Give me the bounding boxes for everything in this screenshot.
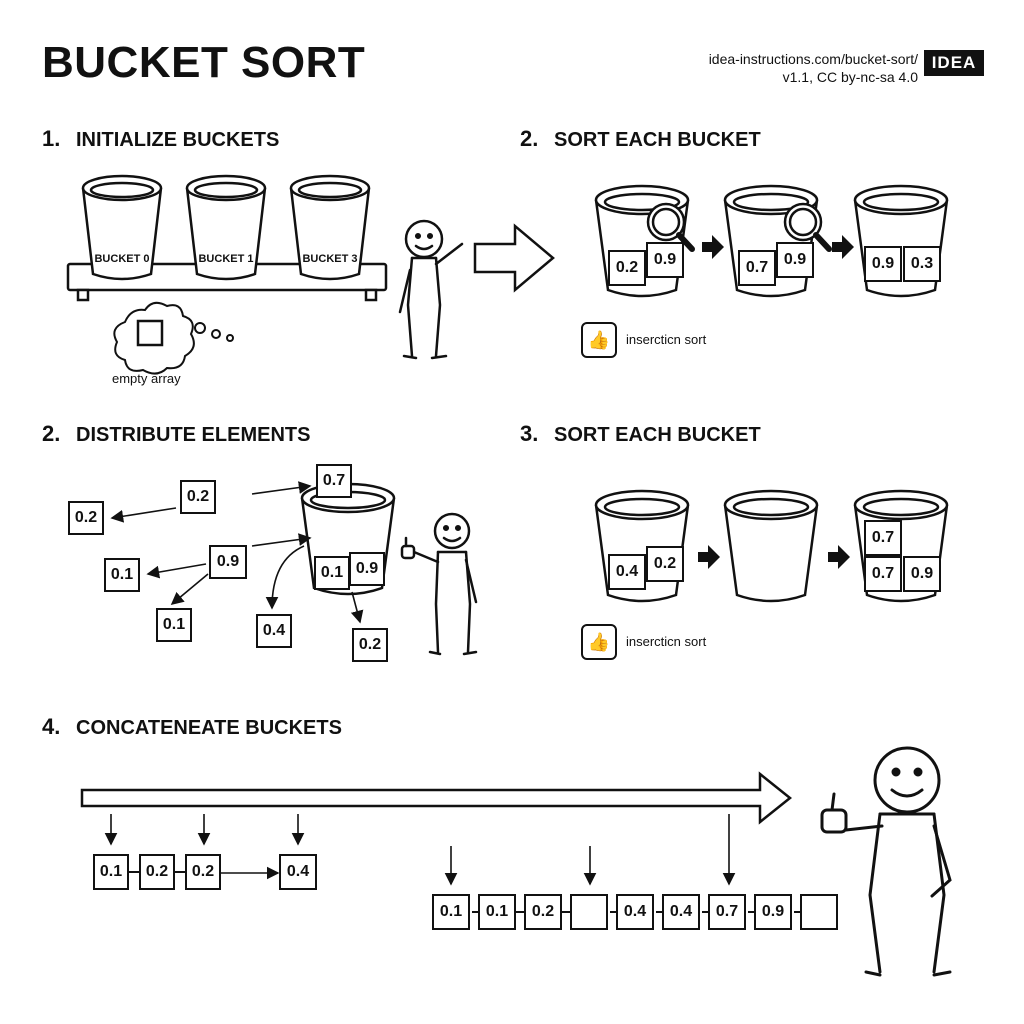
section-number: 2. [520,126,539,151]
value-box: 0.7 [316,464,352,498]
section-title: DISTRIBUTE ELEMENTS [76,424,311,446]
flow-arrow-icon [698,545,720,569]
bucket-label: BUCKET 1 [198,253,254,265]
value-box: 0.1 [93,854,129,890]
value-box: 0.7 [864,556,902,592]
value-box: 0.9 [646,242,684,278]
value-box: 0.3 [903,246,941,282]
distribute-arrows [110,481,364,624]
value-box: 0.9 [209,545,247,579]
section-title: INITIALIZE BUCKETS [76,129,280,151]
value-box: 0.1 [156,608,192,642]
thought-caption: empty array [112,371,181,386]
credit-license: v1.1, CC by-nc-sa 4.0 [782,69,918,85]
result-box [800,894,838,930]
drop-arrows [104,814,736,886]
thumbs-up-icon: 👍 [581,624,617,660]
result-box: 0.9 [754,894,792,930]
concatenate-long-arrow [80,771,793,825]
result-box: 0.4 [662,894,700,930]
section-distribute-elements: 2. DISTRIBUTE ELEMENTS [42,421,310,447]
value-box: 0.2 [139,854,175,890]
value-box: 0.9 [349,552,385,586]
value-box: 0.9 [776,242,814,278]
sort-bucket-b [723,489,819,603]
section-title: SORT EACH BUCKET [554,424,761,446]
value-box: 0.1 [314,556,350,590]
section-number: 1. [42,126,61,151]
method-label: insercticn sort [626,332,707,347]
stick-figure-celebrating [820,746,952,977]
section-sort-each-bucket-2: 3. SORT EACH BUCKET [520,421,761,447]
section-title: CONCATENEATE BUCKETS [76,717,342,739]
section-number: 3. [520,421,539,446]
page-title: BUCKET SORT [42,38,366,87]
value-box: 0.7 [864,520,902,556]
value-box: 0.4 [256,614,292,648]
bucket-label: BUCKET 0 [94,253,150,265]
result-box: 0.2 [524,894,562,930]
value-box: 0.2 [185,854,221,890]
flow-arrow-icon [702,235,724,259]
result-box: 0.1 [432,894,470,930]
credit-url[interactable]: idea-instructions.com/bucket-sort/ [708,51,918,67]
value-box: 0.4 [608,554,646,590]
value-box: 0.2 [180,480,216,514]
flow-arrow-icon [828,545,850,569]
result-box [570,894,608,930]
section-sort-each-bucket: 2. SORT EACH BUCKET [520,126,761,152]
result-box: 0.1 [478,894,516,930]
section-number: 2. [42,421,61,446]
value-box: 0.1 [104,558,140,592]
value-box: 0.7 [738,250,776,286]
result-box: 0.7 [708,894,746,930]
thumbs-up-icon: 👍 [581,322,617,358]
section-concatenate-buckets: 4. CONCATENEATE BUCKETS [42,714,342,740]
result-box: 0.4 [616,894,654,930]
value-box: 0.9 [864,246,902,282]
section-number: 4. [42,714,61,739]
stick-figure-thumbs-up [400,512,478,656]
flow-arrow-icon [832,235,854,259]
bucket-label: BUCKET 3 [302,253,358,265]
idea-logo: IDEA [924,50,984,76]
value-box: 0.9 [903,556,941,592]
section-initialize-buckets: 1. INITIALIZE BUCKETS [42,126,279,152]
transition-arrow [473,223,555,293]
stick-figure-pointing [398,219,464,360]
method-label: insercticn sort [626,634,707,649]
value-box: 0.2 [646,546,684,582]
thought-bubble [113,301,234,375]
section-title: SORT EACH BUCKET [554,129,761,151]
credit-block: idea-instructions.com/bucket-sort/ v1.1,… [709,50,918,86]
value-box: 0.2 [608,250,646,286]
value-box: 0.2 [352,628,388,662]
value-box: 0.4 [279,854,317,890]
value-box: 0.2 [68,501,104,535]
